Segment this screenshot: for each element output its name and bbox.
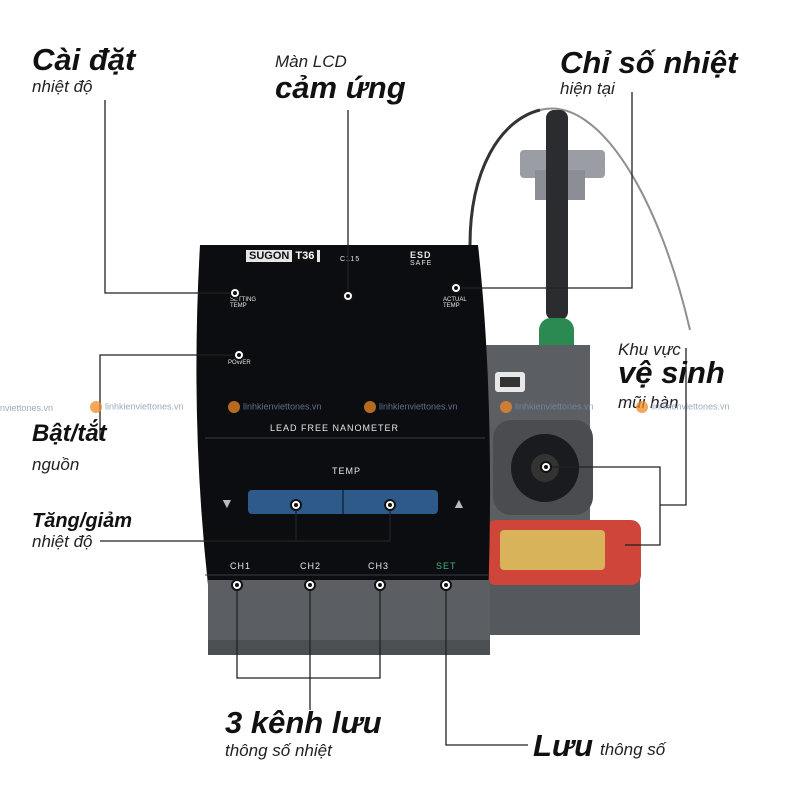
esd-bottom: SAFE	[410, 260, 433, 267]
marker-lcd	[342, 290, 354, 302]
model-code: C115	[340, 256, 361, 263]
cable	[468, 108, 541, 246]
callout-channels-title: 3 kênh lưu	[225, 705, 382, 740]
callout-lcd-sub: Màn LCD	[275, 52, 347, 71]
set-button[interactable]: SET	[436, 561, 457, 571]
temp-down-button[interactable]: ▼	[220, 495, 235, 511]
watermark-2: linhkienviettones.vn	[228, 401, 322, 413]
power-label: POWER	[228, 360, 251, 366]
soldering-iron	[546, 110, 568, 320]
callout-channels-sub: thông số nhiệt	[225, 741, 332, 760]
callout-cleaning-title: vệ sinh	[618, 355, 725, 390]
marker-ch3	[374, 579, 386, 591]
marker-down	[290, 499, 302, 511]
watermark-logo-icon	[90, 401, 102, 413]
marker-power	[233, 349, 245, 361]
watermark-3: linhkienviettones.vn	[364, 401, 458, 413]
marker-ch1	[231, 579, 243, 591]
marker-set-temp	[229, 287, 241, 299]
callout-set-temp-title: Cài đặt	[32, 42, 136, 77]
ch1-button[interactable]: CH1	[230, 561, 252, 571]
watermark-logo-icon	[636, 401, 648, 413]
temp-up-button[interactable]: ▲	[452, 495, 467, 511]
watermark-partial: nviettones.vn	[0, 403, 54, 413]
model-name: T36	[292, 250, 318, 262]
main-panel	[196, 245, 491, 650]
sponge	[500, 530, 605, 570]
marker-up	[384, 499, 396, 511]
callout-save-sub: thông số	[600, 740, 666, 759]
actual-temp-label: ACTUAL TEMP	[443, 297, 467, 309]
callout-save-title: Lưu	[533, 728, 594, 763]
watermark-1: linhkienviettones.vn	[90, 401, 184, 413]
watermark-5: linhkienviettones.vn	[636, 401, 730, 413]
callout-cleaning-sub2: mũi hàn	[618, 393, 679, 412]
marker-ch2	[304, 579, 316, 591]
callout-current-temp-sub: hiện tại	[560, 79, 615, 98]
callout-adjust-sub: nhiệt độ	[32, 532, 93, 551]
callout-power-title: Bật/tắt	[32, 420, 107, 447]
panel-text: LEAD FREE NANOMETER	[270, 423, 400, 433]
callout-adjust-title: Tăng/giảm	[32, 510, 133, 532]
callout-current-temp-title: Chỉ số nhiệt	[560, 45, 738, 80]
marker-cleaning	[540, 461, 552, 473]
watermark-logo-icon	[500, 401, 512, 413]
esd-top: ESD	[410, 250, 432, 260]
ch3-button[interactable]: CH3	[368, 561, 390, 571]
setting-temp-label: SETTING TEMP	[230, 297, 257, 309]
watermark-logo-icon	[228, 401, 240, 413]
temp-label: TEMP	[332, 466, 362, 476]
brand-logo: SUGON T36	[246, 250, 321, 262]
callout-set-temp-sub: nhiệt độ	[32, 77, 93, 96]
brand-name: SUGON	[249, 250, 290, 262]
callout-lcd-title: cảm ứng	[275, 70, 406, 105]
callout-power-sub: nguồn	[32, 455, 80, 474]
watermark-4: linhkienviettones.vn	[500, 401, 594, 413]
watermark-logo-icon	[364, 401, 376, 413]
marker-actual-temp	[450, 282, 462, 294]
ch2-button[interactable]: CH2	[300, 561, 322, 571]
marker-set	[440, 579, 452, 591]
callout-cleaning-sub: Khu vực	[618, 340, 681, 359]
